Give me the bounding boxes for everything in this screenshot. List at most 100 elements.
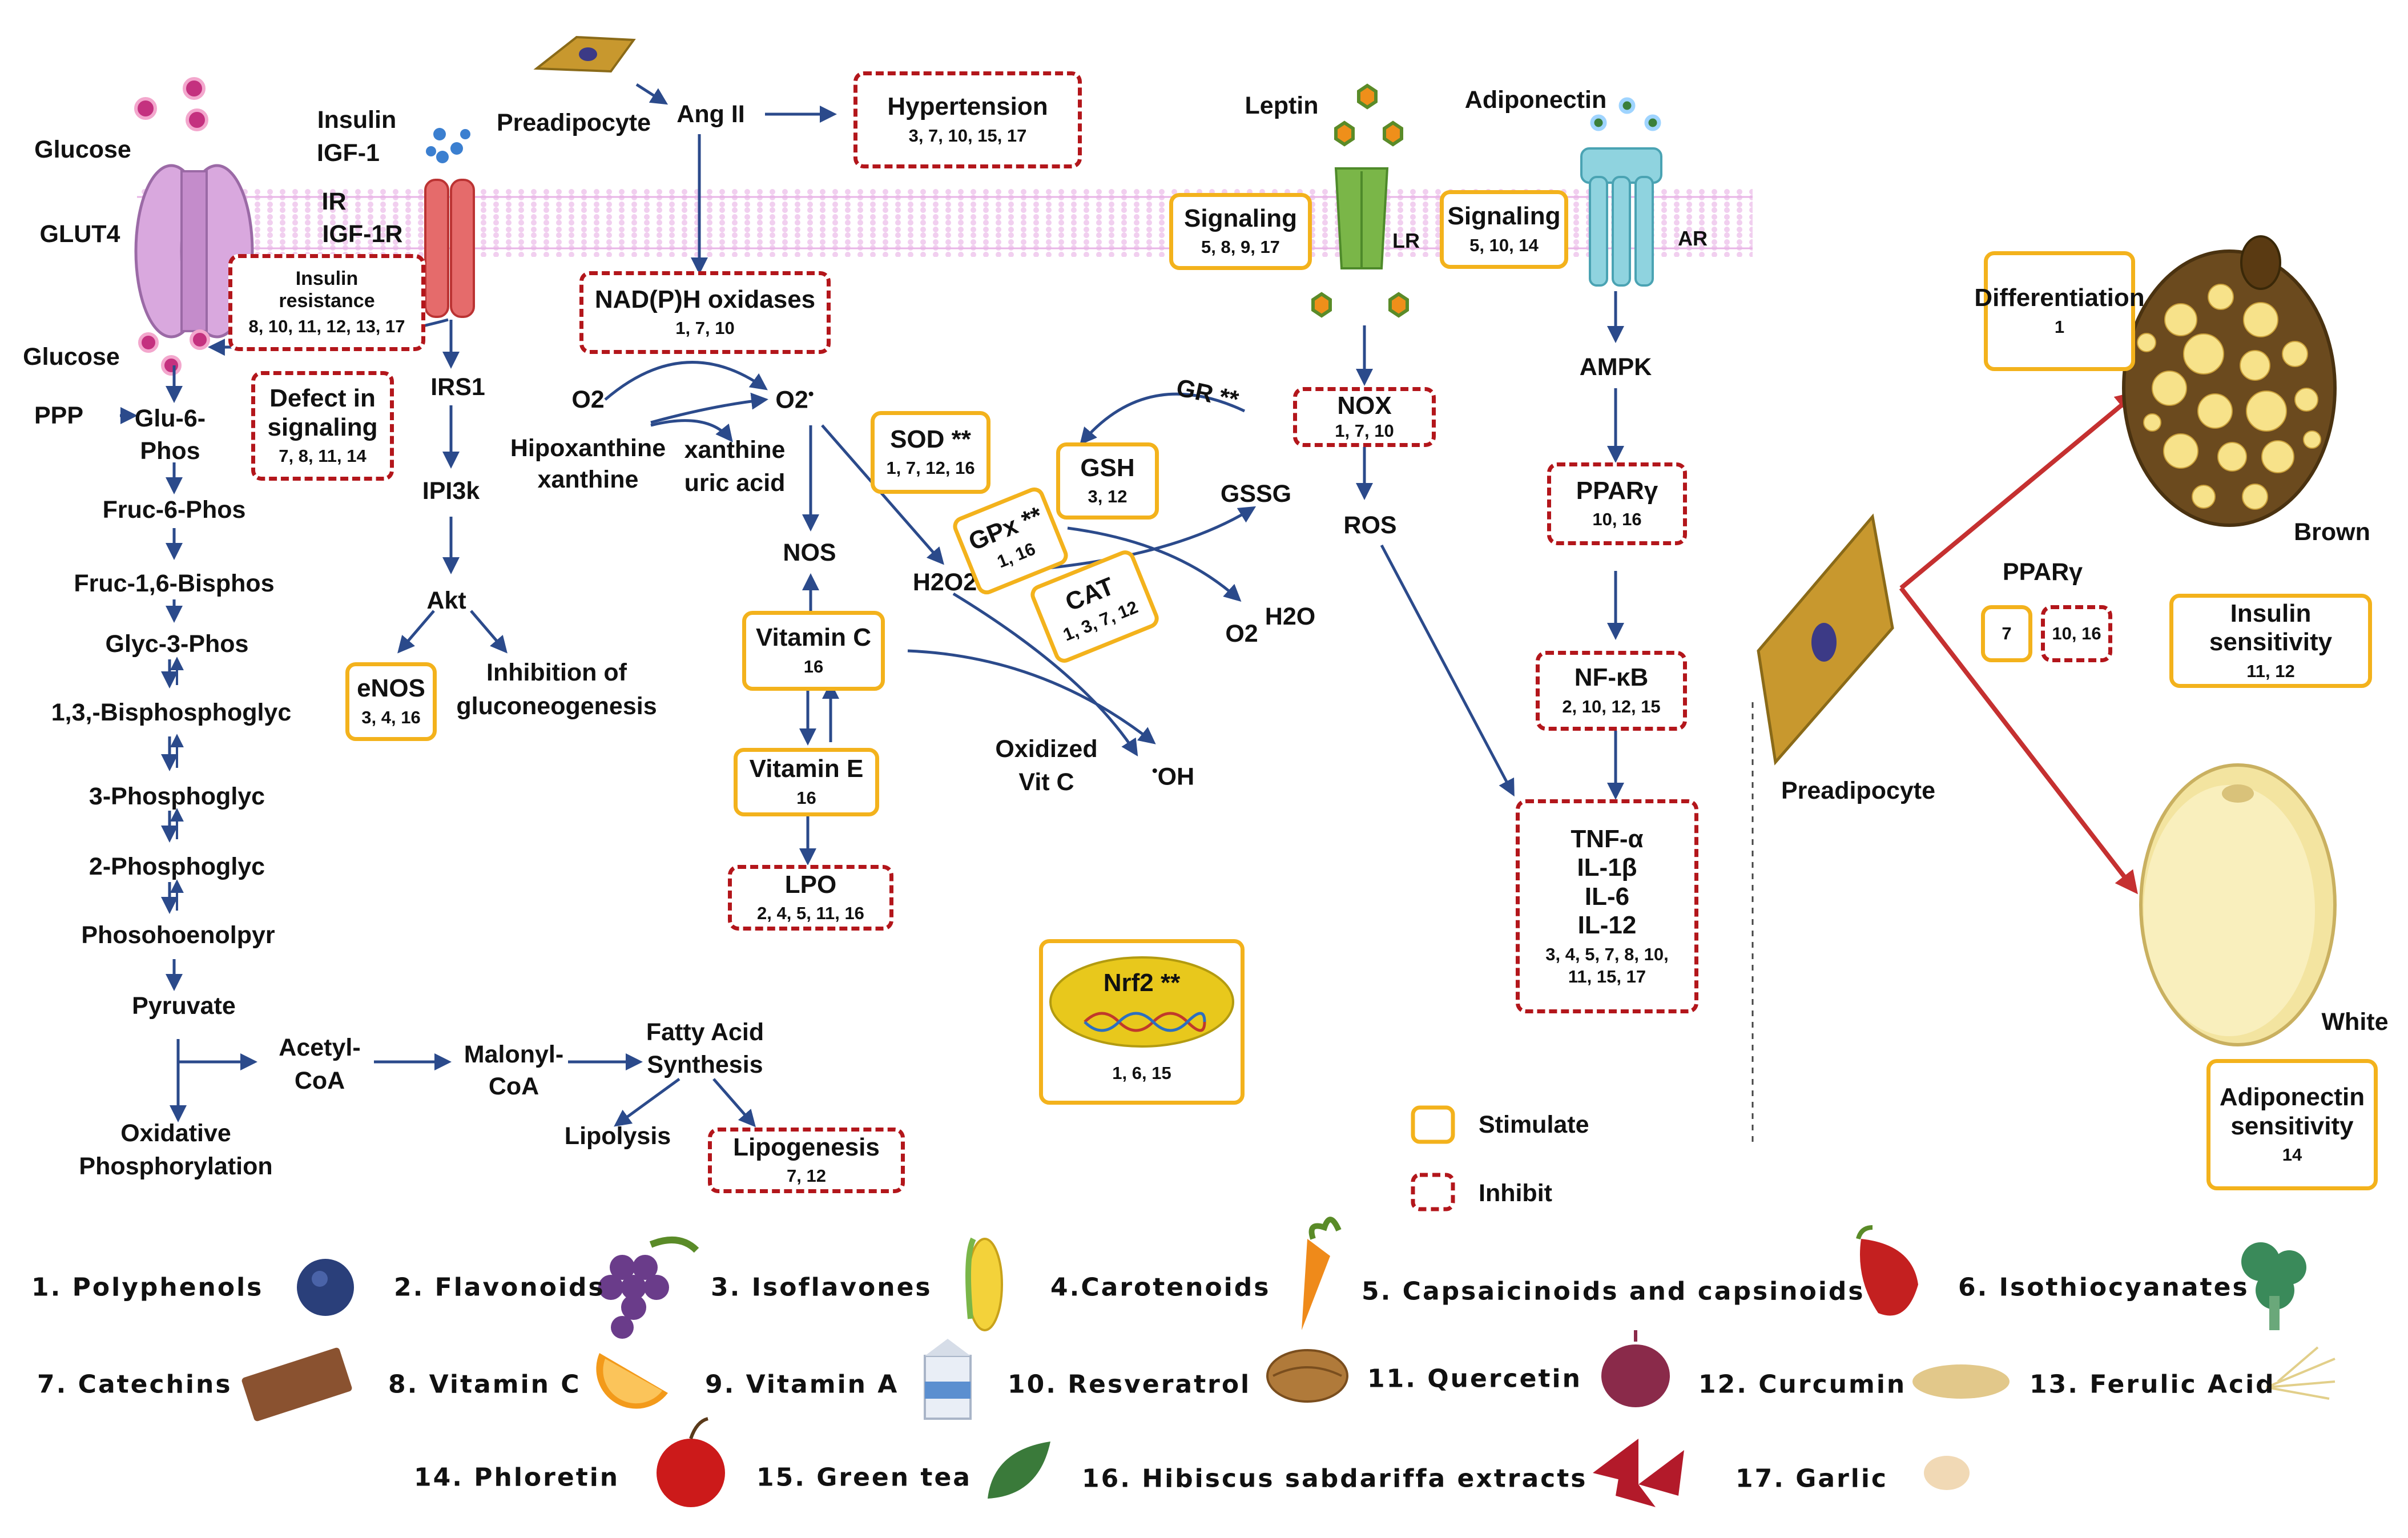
o2-product-label: O2 xyxy=(1225,619,1258,647)
compound-4-label: 4.Carotenoids xyxy=(1050,1273,1271,1302)
pepper-icon xyxy=(1856,1225,1918,1316)
ppp-label: PPP xyxy=(34,401,84,429)
legend-inhibit-label: Inhibit xyxy=(1479,1179,1552,1207)
akt-label: Akt xyxy=(426,586,466,614)
legend-stimulate-swatch xyxy=(1411,1105,1455,1144)
white-adipocyte-icon xyxy=(2139,763,2337,1046)
fruc6phos-label: Fruc-6-Phos xyxy=(102,496,246,524)
bpg13-label: 1,3,-Bisphosphoglyc xyxy=(51,698,292,726)
glucose-bottom-label: Glucose xyxy=(23,343,120,371)
igf1-label: IGF-1 xyxy=(317,139,380,167)
compound-14-label: 14. Phloretin xyxy=(414,1463,620,1492)
hipoxanthine-label-1: Hipoxanthine xyxy=(510,434,666,462)
broccoli-icon xyxy=(2241,1242,2306,1330)
xanthine-label: xanthine xyxy=(684,436,786,464)
nrf2-box: Nrf2 ** 1, 6, 15 xyxy=(1039,939,1245,1105)
superoxide-label: O2• xyxy=(775,385,814,414)
fatty-acid-synthesis-label-1: Fatty Acid xyxy=(646,1018,764,1046)
leptin-molecule-icon xyxy=(1311,83,1409,318)
compound-6-label: 6. Isothiocyanates xyxy=(1958,1273,2249,1302)
oxphos-label-2: Phosphorylation xyxy=(79,1152,273,1180)
adiponectin-label: Adiponectin xyxy=(1464,86,1607,114)
leptin-receptor-icon xyxy=(1334,167,1389,269)
gssg-label: GSSG xyxy=(1220,480,1292,508)
ipi3k-label: IPI3k xyxy=(422,477,480,505)
pyruvate-label: Pyruvate xyxy=(132,992,236,1020)
onion-icon xyxy=(1601,1330,1670,1407)
pparg-inhibit-box: 10, 16 xyxy=(2041,605,2112,662)
h2o-label: H2O xyxy=(1265,602,1316,630)
inhibition-gluconeogenesis-label-1: Inhibition of xyxy=(486,658,627,686)
compound-8-label: 8. Vitamin C xyxy=(388,1370,581,1399)
compound-10-label: 10. Resveratrol xyxy=(1008,1370,1251,1399)
compound-9-label: 9. Vitamin A xyxy=(705,1370,899,1399)
walnut-icon xyxy=(1266,1349,1348,1403)
orange-icon xyxy=(596,1353,668,1409)
ir-label: IR xyxy=(321,187,347,215)
lr-label: LR xyxy=(1392,229,1420,253)
inhibition-gluconeogenesis-label-2: gluconeogenesis xyxy=(456,692,657,720)
h2o2-label: H2O2 xyxy=(912,568,977,596)
adiponectin-receptor-icon xyxy=(1580,147,1662,287)
carrot-icon xyxy=(1302,1217,1342,1330)
chocolate-icon xyxy=(241,1347,352,1422)
uric-acid-label: uric acid xyxy=(684,469,786,497)
brown-label: Brown xyxy=(2294,518,2370,546)
compound-2-label: 2. Flavonoids xyxy=(394,1273,605,1302)
glucose-top-label: Glucose xyxy=(34,135,131,163)
insulin-receptor-icon xyxy=(424,179,475,318)
compound-1-label: 1. Polyphenols xyxy=(31,1273,264,1302)
igf1r-label: IGF-1R xyxy=(322,220,403,248)
adiponectin-molecule-icon xyxy=(1590,97,1661,131)
nrf2-dna-icon xyxy=(1049,956,1234,1048)
compound-5-label: 5. Capsaicinoids and capsinoids xyxy=(1362,1277,1865,1306)
ang2-label: Ang II xyxy=(677,100,745,128)
glu6phos-label-1: Glu-6- xyxy=(134,404,206,432)
oxidized-vitc-label-1: Oxidized xyxy=(995,735,1098,763)
garlic-icon xyxy=(1924,1456,1970,1490)
compound-16-label: 16. Hibiscus sabdariffa extracts xyxy=(1082,1464,1588,1493)
pparg-right-label: PPARγ xyxy=(2002,558,2083,586)
irs1-label: IRS1 xyxy=(430,373,485,401)
rice-icon xyxy=(2266,1346,2335,1400)
compound-13-label: 13. Ferulic Acid xyxy=(2030,1370,2276,1399)
o2-label: O2 xyxy=(571,385,605,413)
insulin-label: Insulin xyxy=(317,106,397,134)
acetylcoa-label-2: CoA xyxy=(294,1066,345,1094)
preadipocyte-top-icon xyxy=(533,35,636,73)
nos-label: NOS xyxy=(783,538,836,566)
white-label: White xyxy=(2321,1008,2389,1036)
glut4-transporter-icon xyxy=(134,164,254,339)
legend-inhibit-swatch xyxy=(1411,1173,1455,1211)
ampk-label: AMPK xyxy=(1579,353,1652,381)
oxidized-vitc-label-2: Vit C xyxy=(1018,768,1074,796)
lipolysis-label: Lipolysis xyxy=(564,1122,671,1150)
tea-leaf-icon xyxy=(988,1442,1050,1499)
leptin-label: Leptin xyxy=(1245,91,1319,119)
insulin-molecule-icon xyxy=(426,128,470,163)
pparg-stimulate-box: 7 xyxy=(1981,605,2032,662)
hipoxanthine-label-2: xanthine xyxy=(537,465,639,493)
pg2-label: 2-Phosphoglyc xyxy=(88,852,265,880)
compound-12-label: 12. Curcumin xyxy=(1698,1370,1907,1399)
preadipocyte-right-label: Preadipocyte xyxy=(1781,776,1936,804)
glut4-label: GLUT4 xyxy=(39,220,120,248)
fruc16bisphos-label: Fruc-1,6-Bisphos xyxy=(74,569,275,597)
pep-label: Phosohoenolpyr xyxy=(81,921,275,949)
